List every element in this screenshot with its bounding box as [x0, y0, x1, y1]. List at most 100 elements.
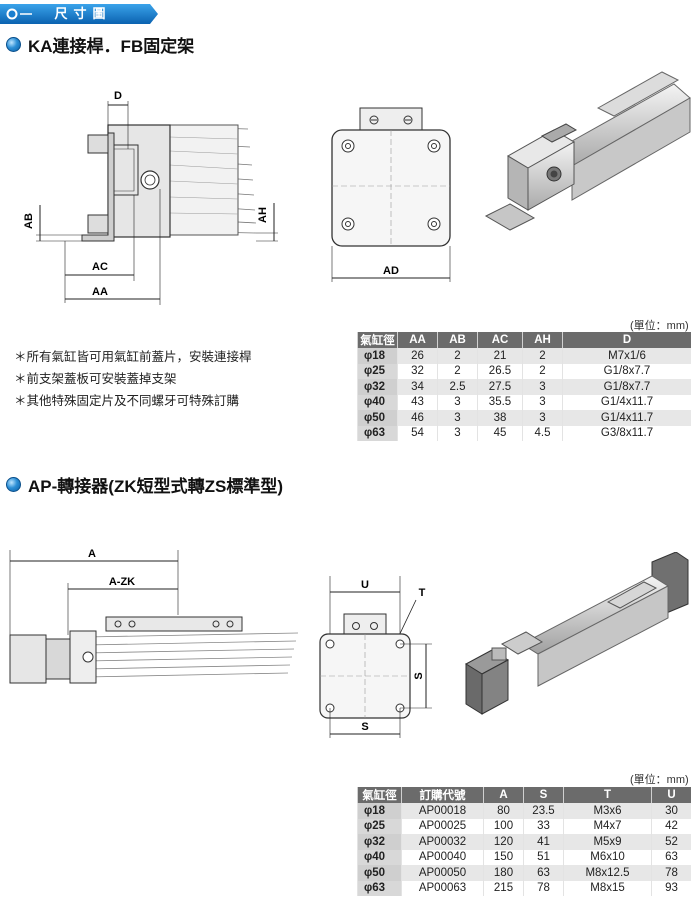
table-cell: φ50: [357, 410, 398, 426]
table-cell: 2.5: [437, 379, 478, 395]
dim-ah-label: AH: [257, 207, 269, 223]
ka-3d-product-drawing: [484, 71, 691, 231]
col-header: U: [651, 787, 691, 803]
section2-title-text: AP-轉接器(ZK短型式轉ZS標準型): [28, 477, 283, 496]
table-row: φ63 AP00063 215 78 M8x15 93: [357, 880, 691, 896]
table-cell: 34: [397, 379, 438, 395]
section2-title: AP-轉接器(ZK短型式轉ZS標準型): [6, 472, 283, 497]
dim-azk-label: A-ZK: [109, 576, 135, 588]
table-cell: 52: [651, 834, 691, 850]
table-cell: 93: [651, 880, 691, 896]
col-header: S: [523, 787, 564, 803]
table-row: φ40 AP00040 150 51 M6x10 63: [357, 849, 691, 865]
table-row: φ40 43 3 35.5 3 G1/4x11.7: [357, 394, 691, 410]
table-cell: 30: [651, 803, 691, 819]
table-row: φ32 34 2.5 27.5 3 G1/8x7.7: [357, 379, 691, 395]
table-cell: AP00063: [401, 880, 484, 896]
table-header-row: 氣缸徑 訂購代號 A S T U: [357, 787, 691, 803]
table-cell: 100: [483, 818, 524, 834]
table-cell: G1/4x11.7: [562, 394, 691, 410]
table-cell: 27.5: [477, 379, 523, 395]
table-cell: 63: [523, 865, 564, 881]
dim-ab-label: AB: [23, 213, 35, 229]
table-row: φ50 46 3 38 3 G1/4x11.7: [357, 410, 691, 426]
table-cell: φ32: [357, 834, 402, 850]
table-cell: M7x1/6: [562, 348, 691, 364]
col-header: 氣缸徑: [357, 332, 398, 348]
table-cell: M4x7: [563, 818, 652, 834]
col-header: D: [562, 332, 691, 348]
table-cell: 33: [523, 818, 564, 834]
table-cell: 4.5: [522, 425, 563, 441]
table-cell: 38: [477, 410, 523, 426]
table-cell: φ25: [357, 363, 398, 379]
dim-s-side-label: S: [413, 672, 425, 679]
table-cell: 215: [483, 880, 524, 896]
ap-3d-product-drawing: [465, 552, 689, 715]
note-item: ＊前支架蓋板可安裝蓋掉支架: [14, 372, 177, 386]
table-cell: AP00050: [401, 865, 484, 881]
table-cell: 2: [437, 348, 478, 364]
table-cell: 46: [397, 410, 438, 426]
table-cell: 45: [477, 425, 523, 441]
dim-d-label: D: [114, 90, 122, 102]
table-cell: φ63: [357, 880, 402, 896]
note-item: ＊所有氣缸皆可用氣缸前蓋片，安裝連接桿: [14, 350, 252, 364]
col-header: A: [483, 787, 524, 803]
table-cell: 32: [397, 363, 438, 379]
dim-ad-label: AD: [383, 265, 399, 277]
ap-front-view-drawing: U T S S: [319, 576, 432, 738]
table-header-row: 氣缸徑 AA AB AC AH D: [357, 332, 691, 348]
col-header: AH: [522, 332, 563, 348]
table-cell: 78: [523, 880, 564, 896]
dim-s-bottom-label: S: [361, 721, 368, 733]
table-cell: M8x15: [563, 880, 652, 896]
section1-title: KA連接桿．FB固定架: [6, 32, 194, 57]
table-cell: 26: [397, 348, 438, 364]
table-cell: φ18: [357, 803, 402, 819]
section1-title-text: KA連接桿．FB固定架: [28, 37, 195, 56]
table-cell: G1/8x7.7: [562, 363, 691, 379]
table-cell: 23.5: [523, 803, 564, 819]
table-cell: 63: [651, 849, 691, 865]
table-cell: φ50: [357, 865, 402, 881]
dim-u-label: U: [361, 579, 369, 591]
col-header: AC: [477, 332, 523, 348]
table-cell: 51: [523, 849, 564, 865]
table-cell: M8x12.5: [563, 865, 652, 881]
bullet-icon: [6, 477, 21, 492]
dim-ac-label: AC: [92, 261, 108, 273]
table-cell: M5x9: [563, 834, 652, 850]
dim-t-label: T: [419, 587, 426, 599]
table-cell: 3: [437, 410, 478, 426]
table2-unit: (單位：mm): [630, 774, 689, 786]
table-row: φ18 26 2 21 2 M7x1/6: [357, 348, 691, 364]
table-cell: M3x6: [563, 803, 652, 819]
table-cell: 41: [523, 834, 564, 850]
table-cell: φ18: [357, 348, 398, 364]
table-cell: 2: [437, 363, 478, 379]
table-cell: 180: [483, 865, 524, 881]
table-row: φ25 AP00025 100 33 M4x7 42: [357, 818, 691, 834]
table-row: φ63 54 3 45 4.5 G3/8x11.7: [357, 425, 691, 441]
col-header: T: [563, 787, 652, 803]
table-cell: 78: [651, 865, 691, 881]
table-cell: AP00032: [401, 834, 484, 850]
table-cell: 42: [651, 818, 691, 834]
table-cell: φ32: [357, 379, 398, 395]
ka-spec-table: 氣缸徑 AA AB AC AH D φ18 26 2 21 2 M7x1/6 φ…: [357, 332, 691, 441]
table-cell: M6x10: [563, 849, 652, 865]
table-cell: AP00040: [401, 849, 484, 865]
table-row: φ50 AP00050 180 63 M8x12.5 78: [357, 865, 691, 881]
table-cell: G3/8x11.7: [562, 425, 691, 441]
col-header: AA: [397, 332, 438, 348]
header-tab-label: 尺寸圖: [54, 6, 112, 21]
table1-unit: (單位：mm): [630, 320, 689, 332]
table-cell: 3: [437, 425, 478, 441]
table-row: φ32 AP00032 120 41 M5x9 52: [357, 834, 691, 850]
table-cell: 43: [397, 394, 438, 410]
table-cell: 26.5: [477, 363, 523, 379]
table-cell: 3: [522, 379, 563, 395]
col-header: 訂購代號: [401, 787, 484, 803]
table-cell: 80: [483, 803, 524, 819]
